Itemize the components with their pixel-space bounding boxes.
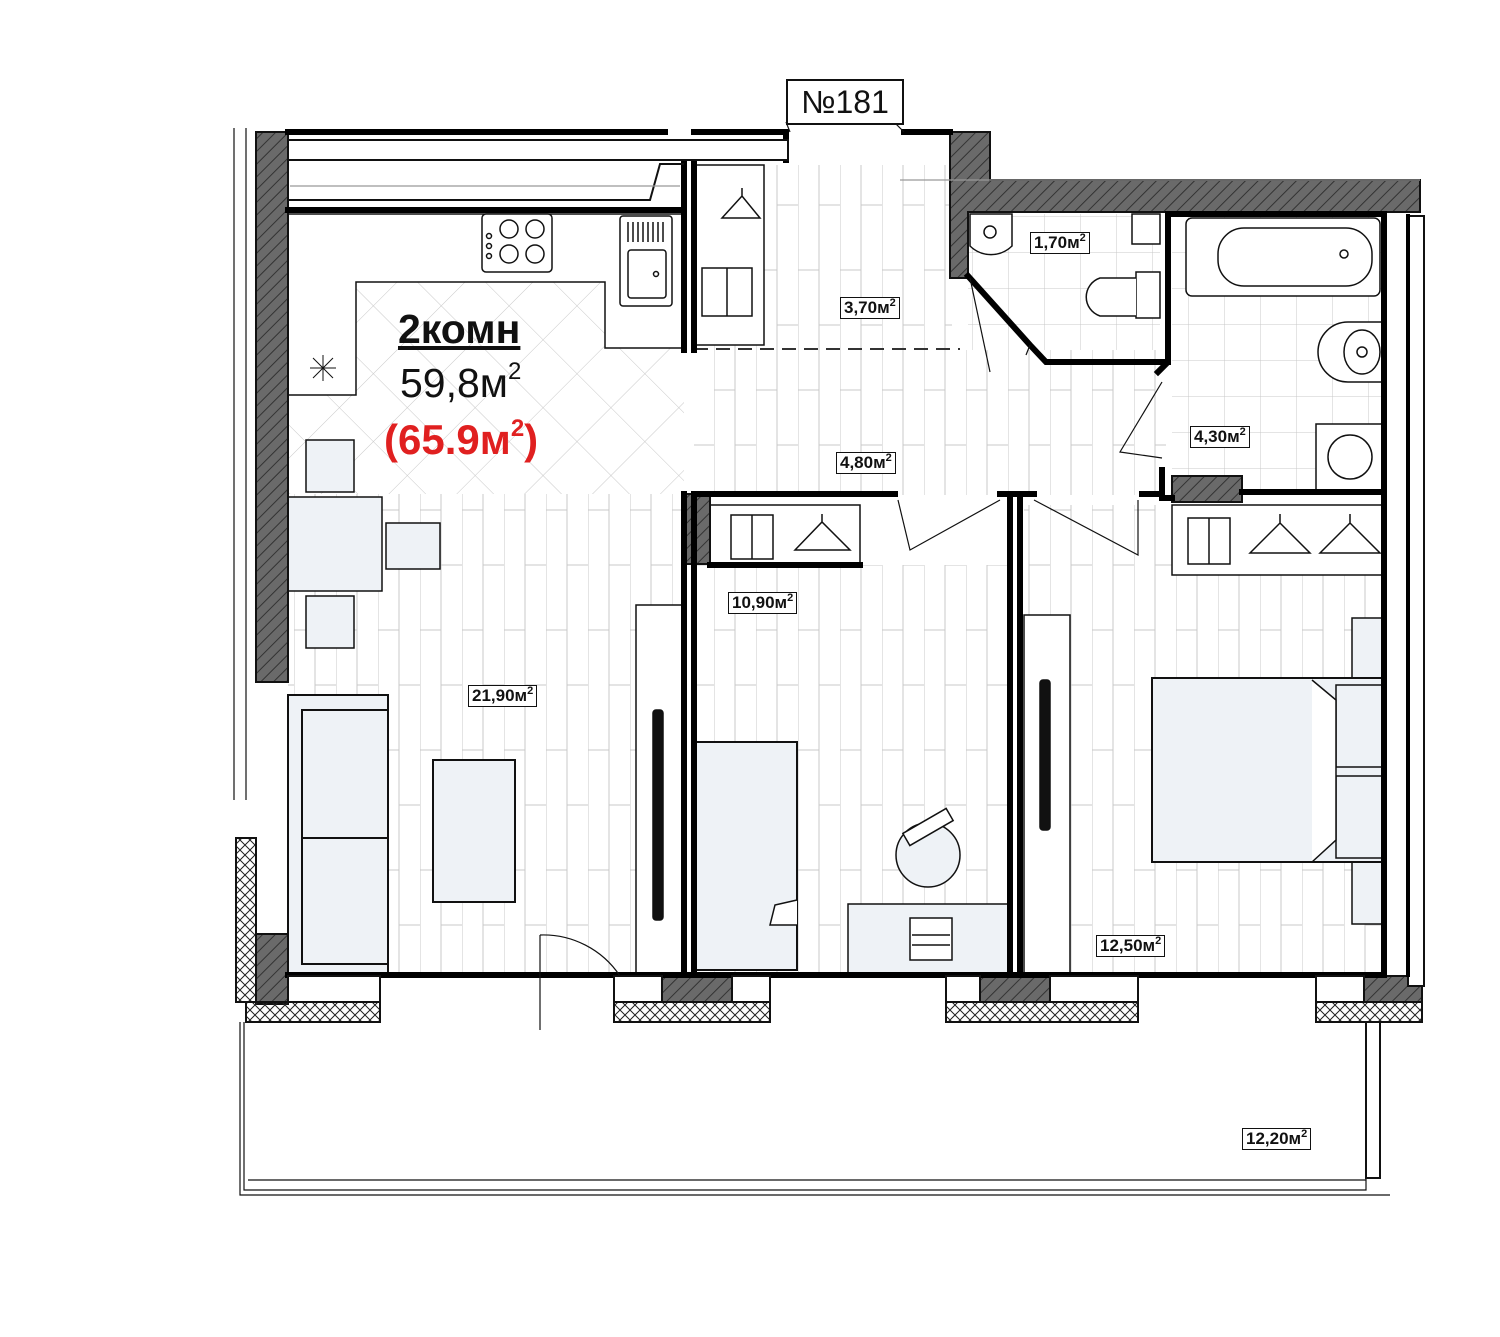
room-area-value: 12,50м <box>1100 936 1156 955</box>
sofa <box>287 694 516 976</box>
room-area-sup: 2 <box>1155 935 1162 947</box>
room-area-sup: 2 <box>1079 232 1086 244</box>
room-area-value: 4,80м <box>840 453 886 472</box>
room-area-value: 1,70м <box>1034 233 1080 252</box>
room-area-sup: 2 <box>885 452 892 464</box>
balcony-outline <box>233 128 1420 1196</box>
total-area-value: (65.9м <box>384 416 511 463</box>
room-area-sup: 2 <box>527 685 534 697</box>
tv-unit <box>635 604 685 976</box>
room-area-sup: 2 <box>1239 426 1246 438</box>
toilet-fixtures <box>969 213 1161 319</box>
walls <box>285 129 1410 978</box>
room-area-value: 10,90м <box>732 593 788 612</box>
room-count: 2комн <box>398 306 521 352</box>
room-area-value: 12,20м <box>1246 1129 1302 1148</box>
dining-table <box>287 439 441 649</box>
room-area-sup: 2 <box>787 592 794 604</box>
room-area-sup: 2 <box>1301 1128 1308 1140</box>
room-area-value: 3,70м <box>844 298 890 317</box>
room-area-hallway-storage: 3,70м2 <box>840 297 900 319</box>
hall-wardrobe <box>693 164 765 346</box>
room-area-bedroom-small: 10,90м2 <box>728 592 798 614</box>
room-area-value: 21,90м <box>472 686 528 705</box>
room-area-bathroom: 4,30м2 <box>1190 426 1250 448</box>
room-area-toilet: 1,70м2 <box>1030 232 1090 254</box>
room-area-living: 21,90м2 <box>468 685 538 707</box>
total-area-unit-sup: 2 <box>510 415 525 442</box>
room-area-bedroom-main: 12,50м2 <box>1096 935 1166 957</box>
apartment-number: №181 <box>786 79 904 125</box>
living-area-value: 59,8м <box>400 360 508 406</box>
bathroom-fixtures <box>1185 217 1385 491</box>
bedroom-small-furniture <box>693 504 1011 975</box>
kitchen-counter <box>287 213 685 396</box>
doors <box>539 107 1163 1030</box>
living-area: 59,8м2 <box>400 358 522 407</box>
room-area-balcony: 12,20м2 <box>1242 1128 1312 1150</box>
bedroom-main-furniture <box>1023 504 1385 976</box>
room-area-hallway: 4,80м2 <box>836 452 896 474</box>
living-area-unit-sup: 2 <box>508 358 522 385</box>
partition-walls <box>255 131 1425 1005</box>
total-area: (65.9м2) <box>384 416 538 464</box>
total-area-close: ) <box>524 416 539 463</box>
room-area-sup: 2 <box>889 297 896 309</box>
exterior-window-frames <box>235 139 1423 1023</box>
room-area-value: 4,30м <box>1194 427 1240 446</box>
